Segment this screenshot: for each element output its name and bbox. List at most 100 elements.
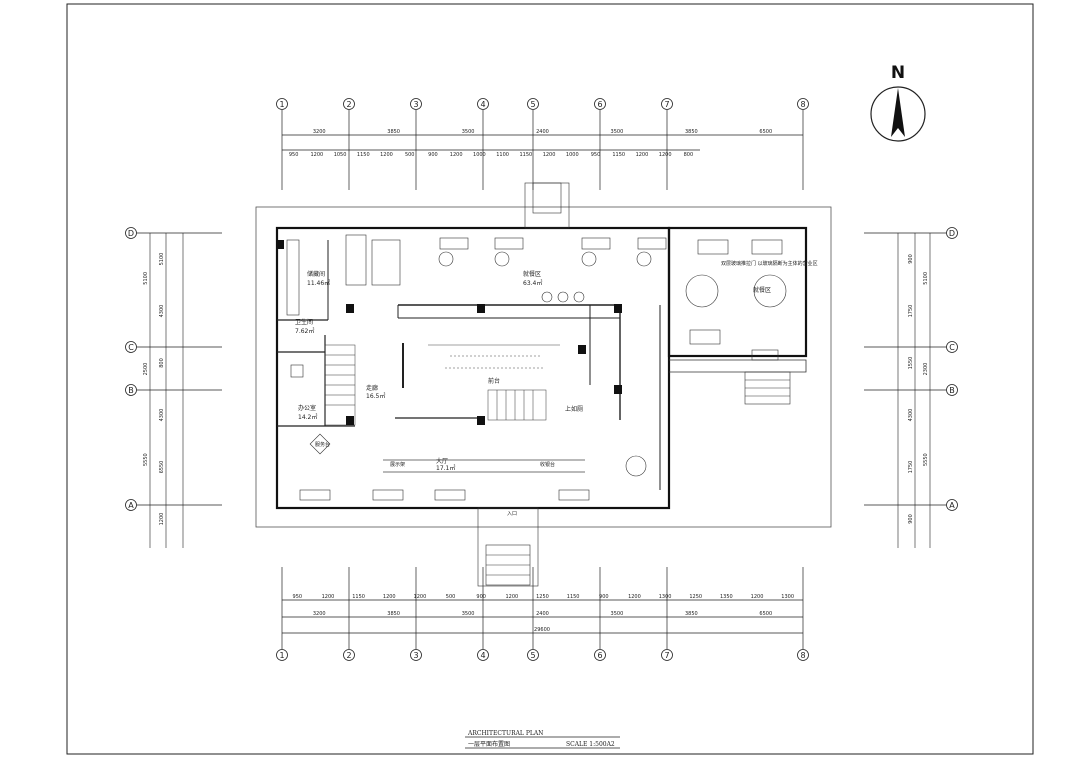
axis-label: 7 <box>664 651 669 660</box>
axis-bubble-icon <box>946 384 958 396</box>
plan-heading: ARCHITECTURAL PLAN <box>467 730 543 737</box>
bottom-sub-dimension: 1200 <box>322 594 335 600</box>
top-major-dimension: 3850 <box>685 129 698 135</box>
north-arrow: N <box>870 63 926 142</box>
right-inner-dimension: 900 <box>908 514 914 524</box>
axis-label: B <box>128 386 134 395</box>
bottom-sub-dimension: 1150 <box>352 594 365 600</box>
top-major-dimension: 3850 <box>387 129 400 135</box>
bottom-sub-dimension: 1250 <box>689 594 702 600</box>
room-storage-area: 11.46㎡ <box>307 279 330 287</box>
bottom-sub-dimension: 900 <box>599 594 609 600</box>
plan-scale: SCALE 1:500A2 <box>566 741 615 748</box>
axis-label: C <box>949 343 955 352</box>
axis-label: 2 <box>346 651 351 660</box>
stair-north-entrance <box>524 182 570 229</box>
bottom-sub-dimension: 900 <box>476 594 486 600</box>
room-dining-area: 63.4㎡ <box>523 279 542 287</box>
bottom-sub-dimension: 1300 <box>659 594 672 600</box>
right-outer-dimension: 2300 <box>923 363 929 376</box>
room-storage: 储藏间 <box>307 270 325 278</box>
right-inner-dimension: 1750 <box>908 305 914 318</box>
axis-bubble-icon <box>594 649 606 661</box>
right-inner-dimension: 1550 <box>908 357 914 370</box>
room-hall: 大厅 <box>436 457 448 465</box>
axis-label: 6 <box>597 651 602 660</box>
north-label: N <box>891 63 905 83</box>
axis-label: 6 <box>597 100 602 109</box>
axis-bubble-icon <box>477 649 489 661</box>
bottom-major-dimension: 3200 <box>313 611 326 617</box>
compass-needle-icon <box>891 88 905 137</box>
axis-label: 1 <box>279 100 284 109</box>
top-sub-dimension: 800 <box>684 152 694 158</box>
top-sub-dimension: 1200 <box>380 152 393 158</box>
top-sub-dimension: 1150 <box>519 152 532 158</box>
axis-label: 3 <box>413 651 418 660</box>
top-sub-dimension: 1200 <box>450 152 463 158</box>
left-outer-dimension: 5550 <box>143 453 149 466</box>
axis-bubble-icon <box>343 649 355 661</box>
bottom-sub-dimension: 1200 <box>414 594 427 600</box>
dining-tables <box>290 237 787 501</box>
bottom-major-dimension: 2400 <box>536 611 549 617</box>
stair-west <box>324 344 356 426</box>
room-labels: 储藏间 11.46㎡ 办公室 14.2㎡ 就餐区 63.4㎡ 大厅 17.1㎡ … <box>295 260 818 517</box>
left-inner-dimension: 5100 <box>159 253 165 266</box>
axis-label: 8 <box>800 651 805 660</box>
bottom-sub-dimension: 1200 <box>628 594 641 600</box>
top-sub-dimension: 500 <box>405 152 415 158</box>
axis-bubble-icon <box>946 227 958 239</box>
axis-label: 4 <box>480 651 485 660</box>
bottom-sub-dimension: 1250 <box>536 594 549 600</box>
bottom-sub-dimension: 950 <box>293 594 303 600</box>
top-dimension-chain <box>282 134 803 151</box>
display-label: 展示架 <box>390 462 405 468</box>
main-wall-outline <box>275 226 671 510</box>
room-dining: 就餐区 <box>523 270 541 278</box>
axis-bubble-icon <box>410 98 422 110</box>
top-sub-dimension: 1000 <box>566 152 579 158</box>
top-sub-dimension: 1200 <box>659 152 672 158</box>
outer-podium-outline <box>255 206 832 528</box>
axis-bubble-icon <box>527 649 539 661</box>
kitchen-block <box>286 234 401 316</box>
left-inner-dimension: 6550 <box>159 461 165 474</box>
bottom-major-dimension: 3500 <box>462 611 475 617</box>
axis-bubble-icon <box>276 98 288 110</box>
bottom-sub-dimension: 1200 <box>383 594 396 600</box>
axis-label: 5 <box>530 100 535 109</box>
service-label: 服务台 <box>315 441 330 448</box>
room-corridor: 走廊 <box>366 384 378 392</box>
right-outer-dimension: 5100 <box>923 272 929 285</box>
axis-bubble-icon <box>125 227 137 239</box>
top-sub-dimension: 1150 <box>612 152 625 158</box>
bottom-dimension-chain <box>282 599 803 634</box>
top-major-dimension: 3200 <box>313 129 326 135</box>
room-office: 办公室 <box>298 404 316 412</box>
axis-label: 4 <box>480 100 485 109</box>
top-sub-dimension: 1000 <box>473 152 486 158</box>
right-inner-dimension: 900 <box>908 254 914 264</box>
front-desk-label: 前台 <box>488 377 500 385</box>
title-block: ARCHITECTURAL PLAN 一层平面布置图 SCALE 1:500A2 <box>465 730 620 749</box>
plan-subtitle: 一层平面布置图 <box>468 740 510 748</box>
axis-label: 7 <box>664 100 669 109</box>
axis-bubble-icon <box>125 341 137 353</box>
axis-bubble-icon <box>477 98 489 110</box>
axis-label: C <box>128 343 134 352</box>
bottom-major-dimension: 3500 <box>611 611 624 617</box>
axis-label: B <box>949 386 955 395</box>
bottom-major-dimension: 6500 <box>759 611 772 617</box>
bottom-total-dimension: 29600 <box>534 627 550 633</box>
top-sub-dimension: 1050 <box>334 152 347 158</box>
bottom-major-dimension: 3850 <box>685 611 698 617</box>
window-note: 双层玻璃推拉门 以玻璃隔断为主体的营业区 <box>721 260 818 267</box>
axis-bubble-icon <box>797 649 809 661</box>
right-inner-dimension: 4300 <box>908 409 914 422</box>
dimension-texts: 3200 3850 3500 2400 3500 3850 6500 950 1200 1050 1… <box>143 129 929 633</box>
axis-label: D <box>949 229 955 238</box>
